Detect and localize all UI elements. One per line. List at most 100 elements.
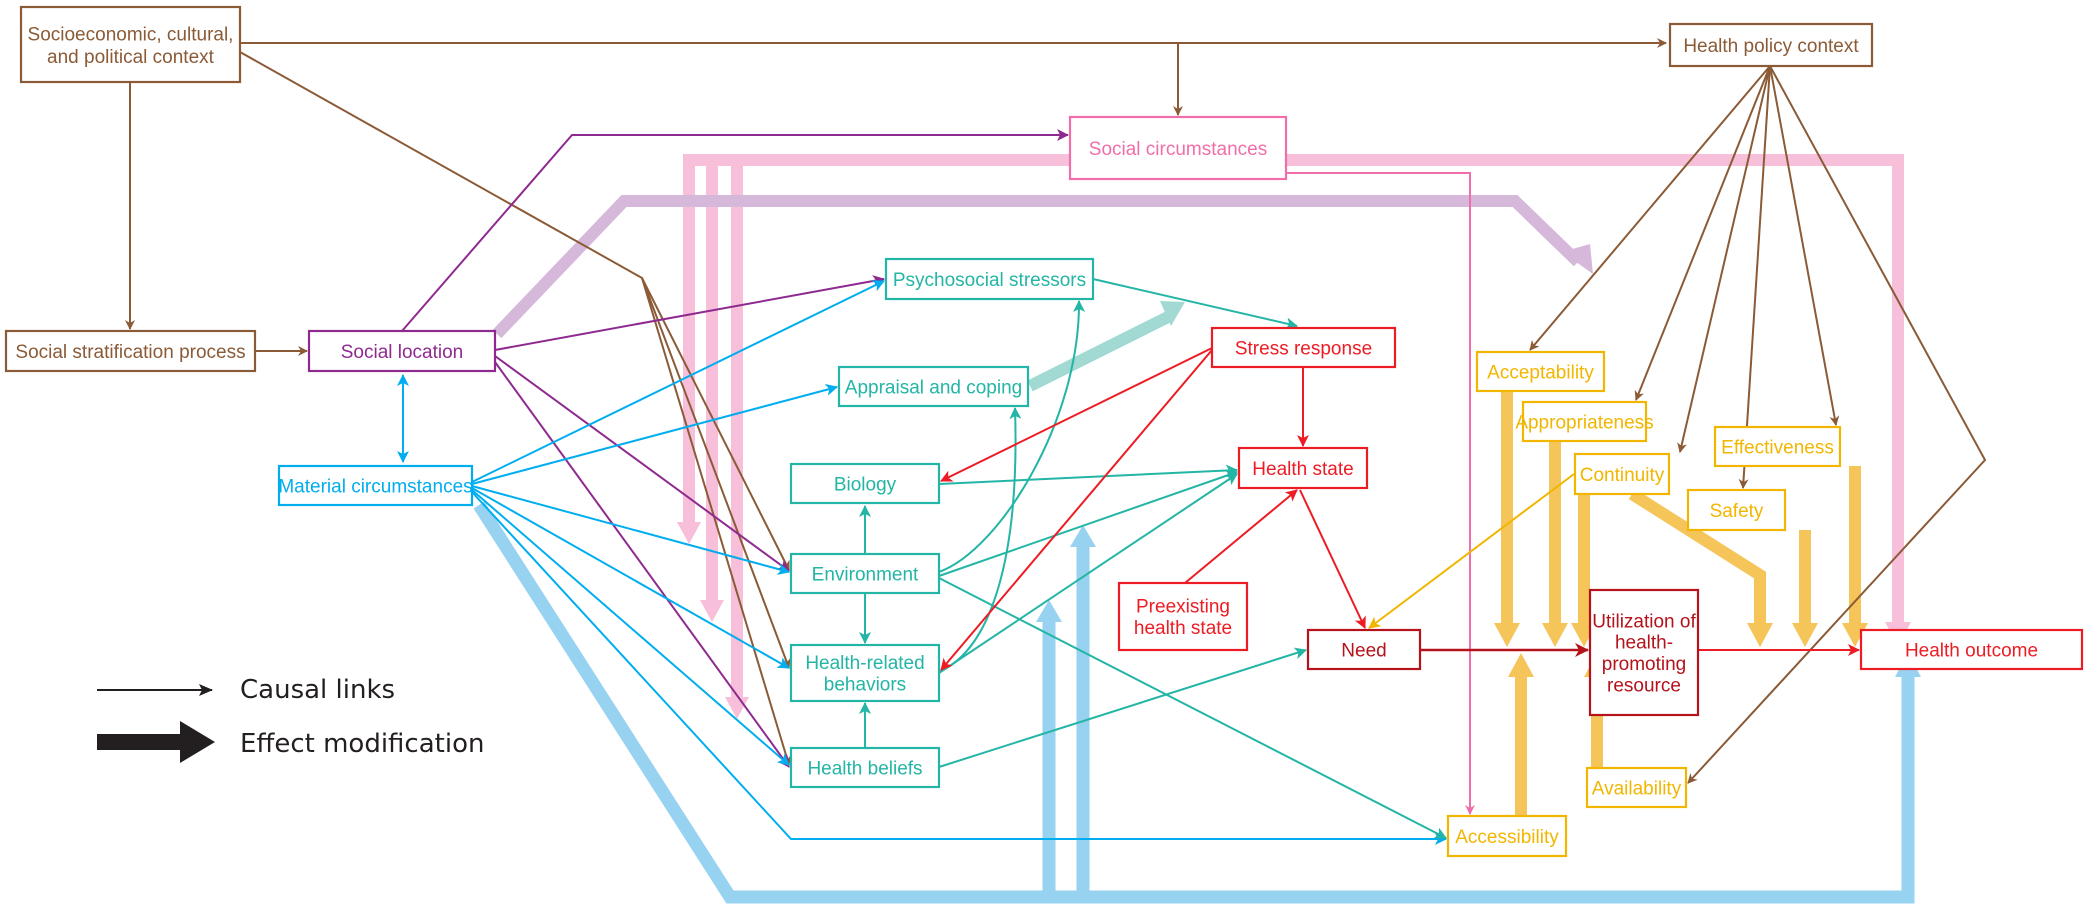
node-psychosocial: Psychosocial stressors [884,257,1095,301]
node-box [1713,425,1842,468]
brown-links [125,38,1987,784]
legend-effect-label: Effect modification [240,729,484,759]
edge-policy-continuity [1677,65,1771,453]
teal-effect-band [1027,310,1173,392]
pink-effect-arrowheads [677,522,1911,719]
edge-stress-biology [940,347,1213,482]
edge-continuity-need [1368,473,1575,629]
node-box [307,329,497,373]
node-need: Need [1306,628,1422,671]
node-label: Environment [812,564,919,585]
pink-arrowhead [700,600,724,622]
node-label: Availability [1592,778,1682,799]
edge-preexisting-health-state [1184,489,1298,584]
edge-psychosocial-stress-response [1092,278,1298,330]
edge-socioeconomic-beliefs [641,277,792,766]
node-effectiveness: Effectiveness [1713,425,1842,468]
node-box [789,552,941,595]
node-stratification: Social stratification process [4,329,257,373]
edge-material-environment [471,485,790,575]
node-acceptability: Acceptability [1475,350,1606,393]
edge-environment-psychosocial [938,300,1086,573]
node-box [1475,350,1606,393]
legend-effect-band [97,734,182,750]
edge-behaviors-health-state [938,473,1238,674]
node-appraisal: Appraisal and coping [837,365,1030,408]
node-label: Appropriateness [1515,412,1653,433]
node-label: Stress response [1235,338,1372,359]
node-health-state: Health state [1237,446,1369,490]
node-label: Effectiveness [1721,437,1834,458]
edge-social-circ-accessibility [1286,172,1475,815]
node-box [1573,452,1671,496]
node-label: promoting [1602,654,1687,675]
node-box [19,5,242,84]
edge-material-accessibility [471,491,1447,845]
edge-policy-safety [1738,65,1771,489]
node-biology: Biology [789,462,941,505]
node-box [1306,628,1422,671]
node-box [837,365,1030,408]
blue-arrowhead [1070,525,1096,547]
node-label: health state [1134,618,1232,639]
blue-arrowhead [1036,600,1062,622]
node-label: Socioeconomic, cultural, [28,25,234,46]
teal-effect-arrowhead [1160,301,1185,326]
legend-causal-label: Causal links [240,675,395,705]
node-label: Acceptability [1487,362,1594,383]
node-availability: Availability [1585,766,1688,809]
node-box [1446,814,1568,858]
edge-environment-health-state [938,469,1238,577]
node-social-circ: Social circumstances [1068,115,1288,181]
edge-environment-accessibility [938,577,1447,839]
edge-socioeconomic-behaviors [641,277,791,669]
edge-material-behaviors [471,487,790,669]
node-box [1237,446,1369,490]
node-safety: Safety [1686,488,1787,532]
edge-social-location-beliefs [494,361,790,768]
edge-social-location-environment [494,355,790,572]
pink-arrowhead [677,522,701,544]
node-beliefs: Health beliefs [789,746,941,789]
node-box [884,257,1095,301]
node-social-location: Social location [307,329,497,373]
blue-effect-band [473,501,1915,904]
node-box [1686,488,1787,532]
node-health-outcome: Health outcome [1859,628,2084,671]
edge-material-appraisal [471,384,838,485]
node-label: Biology [834,474,897,495]
edge-social-location-psychosocial [494,275,885,351]
node-label: Social stratification process [15,342,245,363]
blue-links [397,280,1447,845]
lavender-arrowhead [1562,244,1593,274]
node-socioeconomic: Socioeconomic, cultural,and political co… [19,5,242,84]
node-health-policy: Health policy context [1668,22,1874,68]
node-label: Social location [341,342,464,363]
node-box [1585,766,1688,809]
node-box [1521,400,1648,443]
purple-links [401,129,1069,768]
node-label: Social circumstances [1089,139,1267,160]
edge-stress-behaviors [940,349,1213,671]
gold-arrowhead [1508,653,1534,677]
node-label: Health-related [805,653,924,674]
edge-behaviors-appraisal [938,407,1022,673]
red-links [940,347,1860,671]
effect-modification-layer [473,154,1921,904]
edge-policy-availability [1687,65,1987,784]
node-box [1210,326,1397,369]
node-box [789,643,941,703]
node-environment: Environment [789,552,941,595]
node-label: and political context [47,47,215,68]
node-box [1668,22,1874,68]
node-label: Material circumstances [278,476,472,497]
node-appropriateness: Appropriateness [1515,400,1654,443]
edge-material-beliefs [471,489,790,766]
node-label: Preexisting [1136,597,1230,618]
node-label: Psychosocial stressors [893,270,1086,291]
legend-effect-arrowhead [180,721,215,763]
node-accessibility: Accessibility [1446,814,1568,858]
